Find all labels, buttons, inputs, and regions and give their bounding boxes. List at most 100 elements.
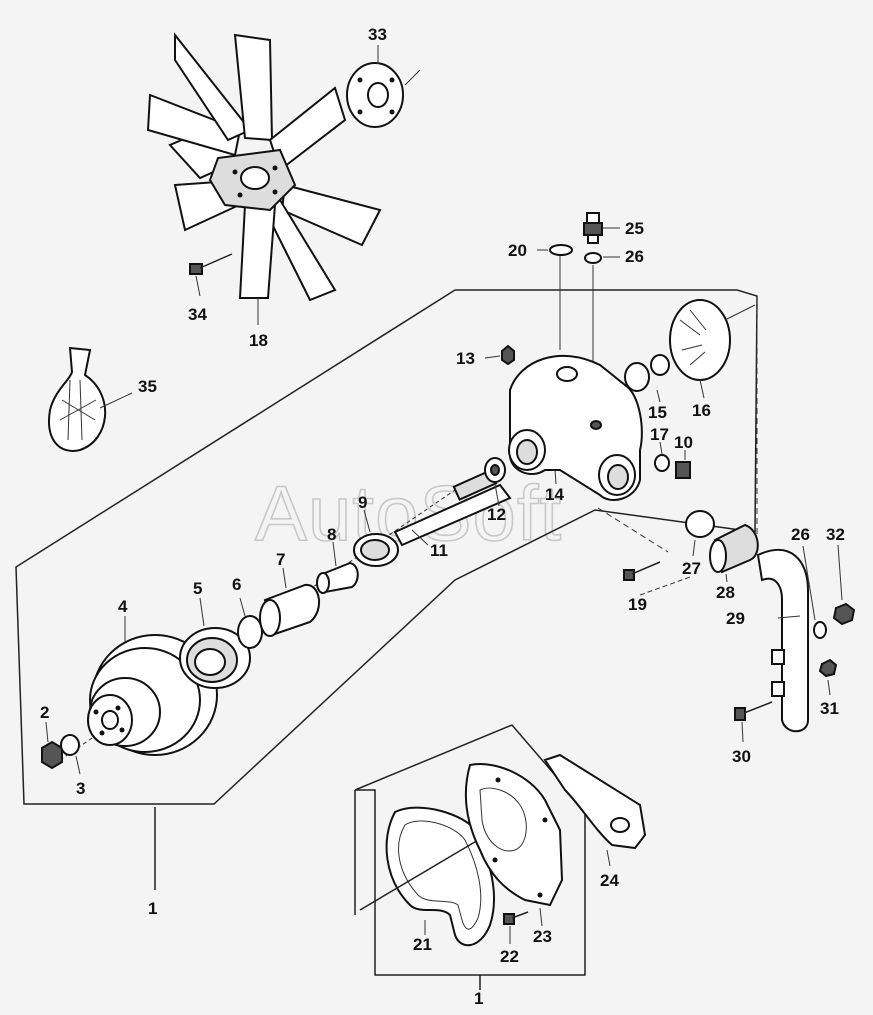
nut xyxy=(41,740,63,770)
callout-32: 32 xyxy=(826,525,845,544)
callout-31: 31 xyxy=(820,699,839,718)
callout-12: 12 xyxy=(487,505,506,524)
leader-16b xyxy=(724,304,756,321)
callout-13: 13 xyxy=(456,349,475,368)
leader-23 xyxy=(539,907,543,927)
fan-blade xyxy=(280,183,382,247)
leader-5 xyxy=(199,597,205,627)
callout-33: 33 xyxy=(368,25,387,44)
callout-7: 7 xyxy=(276,550,285,569)
callout-5: 5 xyxy=(193,579,202,598)
callout-30: 30 xyxy=(732,747,751,766)
drain-plug xyxy=(675,461,691,479)
callout-8: 8 xyxy=(327,525,336,544)
pipe-bolt-head xyxy=(832,602,856,626)
callout-26: 26 xyxy=(625,247,644,266)
coolant-pipe xyxy=(756,549,809,733)
leader-11 xyxy=(411,529,429,546)
callout-15: 15 xyxy=(648,403,667,422)
leader-13 xyxy=(484,355,501,359)
leader-32 xyxy=(837,544,843,601)
fan-blade xyxy=(174,32,252,142)
callout-1-lower: 1 xyxy=(474,989,483,1008)
leader-29 xyxy=(777,615,801,619)
leader-12 xyxy=(494,483,500,507)
leader-17 xyxy=(659,441,663,455)
callout-20: 20 xyxy=(508,241,527,260)
impeller xyxy=(669,299,731,381)
snap-ring xyxy=(237,615,263,649)
hose xyxy=(709,523,759,574)
seal-ring xyxy=(650,354,670,376)
callout-18: 18 xyxy=(249,331,268,350)
leader-9 xyxy=(363,509,371,533)
callout-28: 28 xyxy=(716,583,735,602)
callout-29: 29 xyxy=(726,609,745,628)
fan-spacer xyxy=(346,62,404,128)
leader-16 xyxy=(699,379,705,399)
fan-center-hole xyxy=(240,166,270,190)
callout-9: 9 xyxy=(358,493,367,512)
pipe-washer xyxy=(813,621,827,639)
cover-screw xyxy=(503,911,529,925)
callout-6: 6 xyxy=(232,575,241,594)
callout-2: 2 xyxy=(40,703,49,722)
leader-15 xyxy=(656,389,661,403)
callout-26-pipe: 26 xyxy=(791,525,810,544)
leader-35 xyxy=(99,392,133,409)
warning-tag xyxy=(48,346,107,452)
sealing-washer xyxy=(584,252,602,264)
plug-washer xyxy=(654,454,670,472)
watermark: AutoSoft xyxy=(255,469,562,557)
pump-housing xyxy=(508,355,643,501)
dash-19 xyxy=(639,576,691,596)
callout-17: 17 xyxy=(650,425,669,444)
callout-11: 11 xyxy=(430,541,448,560)
leader-6 xyxy=(239,597,246,617)
leader-31 xyxy=(827,679,831,696)
mechanical-seal xyxy=(624,362,650,392)
fan-bolt xyxy=(189,253,233,275)
callout-24: 24 xyxy=(600,871,619,890)
cover-plate xyxy=(464,763,564,907)
callout-16: 16 xyxy=(692,401,711,420)
pipe-bolt xyxy=(734,701,773,721)
housing-bolt xyxy=(623,561,661,581)
bearing-large xyxy=(179,627,251,689)
assembly-boundary-main xyxy=(15,289,758,805)
bearing-small xyxy=(353,533,399,567)
fan-assembly xyxy=(146,32,382,302)
callout-3: 3 xyxy=(76,779,85,798)
pipe-nut xyxy=(818,658,838,678)
leader-28 xyxy=(725,573,728,583)
o-ring xyxy=(549,244,573,256)
small-sleeve xyxy=(316,561,359,594)
leader-3 xyxy=(75,755,81,775)
callout-25: 25 xyxy=(625,219,644,238)
fan-blade xyxy=(238,204,277,299)
callout-22: 22 xyxy=(500,947,519,966)
callout-10: 10 xyxy=(674,433,693,452)
callout-19: 19 xyxy=(628,595,647,614)
leader-26b xyxy=(802,545,816,621)
small-plug xyxy=(501,344,515,366)
leader-27 xyxy=(692,539,696,557)
callout-34: 34 xyxy=(188,305,207,324)
leader-14 xyxy=(554,469,557,485)
callout-4: 4 xyxy=(118,597,128,616)
callout-1: 1 xyxy=(148,899,157,918)
callout-23: 23 xyxy=(533,927,552,946)
hose-clamp xyxy=(685,510,715,538)
leader-33b xyxy=(404,69,421,86)
leader-30 xyxy=(741,721,744,743)
callout-labels: 1 1 2 3 4 5 6 7 8 9 10 11 12 13 14 15 16… xyxy=(40,25,845,1008)
leader-2 xyxy=(45,721,49,743)
callout-27: 27 xyxy=(682,559,701,578)
axis-lower xyxy=(359,829,496,911)
callout-21: 21 xyxy=(413,935,432,954)
dash-line-mid xyxy=(597,507,669,553)
callout-35: 35 xyxy=(138,377,157,396)
leader-34 xyxy=(195,275,201,297)
leader-8 xyxy=(332,541,337,567)
